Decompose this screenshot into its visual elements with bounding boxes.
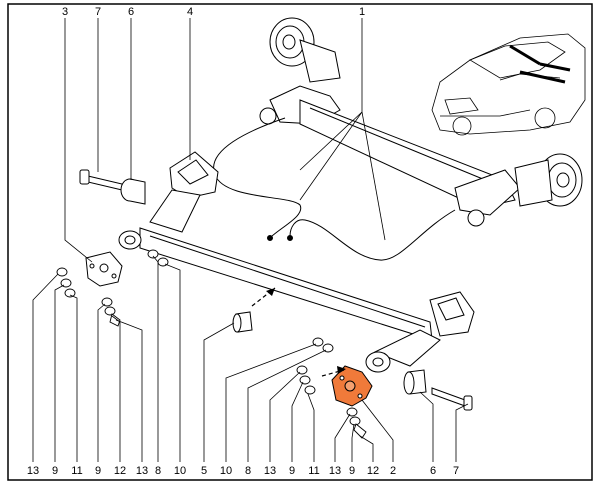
bushing-left	[120, 178, 146, 205]
bracket-right-highlighted	[331, 365, 373, 407]
callout-label: 11	[308, 465, 319, 477]
callout-label: 8	[155, 465, 161, 477]
callout-label: 9	[95, 465, 101, 477]
callout-label: 12	[114, 465, 126, 477]
callout-label: 6	[430, 465, 436, 477]
rear-axle-beam	[118, 151, 475, 373]
callout-label: 13	[136, 465, 148, 477]
callout-label: 7	[95, 6, 101, 18]
callout-label: 9	[289, 465, 295, 477]
bump-stop	[232, 311, 253, 333]
callout-label: 12	[367, 465, 379, 477]
bottom-callout-labels: 13 9 11 9 12 13 8 10 5 10 8 13 9 11 13 9…	[27, 465, 459, 477]
callout-label: 3	[62, 6, 68, 18]
callout-label: 9	[349, 465, 355, 477]
callout-label: 11	[71, 465, 82, 477]
mounting-bolt-left	[79, 169, 123, 191]
callout-label: 1	[359, 6, 365, 18]
mounting-bolt-right	[431, 387, 473, 411]
callout-label: 13	[27, 465, 39, 477]
callout-label: 9	[52, 465, 58, 477]
callout-label: 13	[329, 465, 341, 477]
parking-brake-cables	[213, 117, 456, 261]
bushing-right	[403, 369, 427, 395]
callout-label: 2	[390, 465, 396, 477]
callout-label: 7	[453, 465, 459, 477]
rear-axle-upper-view	[259, 17, 583, 227]
top-callout-labels: 3 7 6 4 1	[62, 6, 365, 18]
callout-label: 8	[245, 465, 251, 477]
callout-label: 13	[264, 465, 276, 477]
bump-stop-arrowhead	[266, 288, 275, 296]
callout-label: 10	[174, 465, 186, 477]
leader-lines	[32, 18, 469, 462]
bracket-left	[85, 251, 123, 287]
callout-label: 4	[187, 6, 193, 18]
bracket-arrow	[321, 369, 345, 377]
bracket-arrowhead	[337, 366, 346, 374]
vehicle-location-inset	[431, 33, 586, 136]
callout-label: 10	[220, 465, 232, 477]
callout-label: 5	[201, 465, 207, 477]
callout-label: 6	[128, 6, 134, 18]
